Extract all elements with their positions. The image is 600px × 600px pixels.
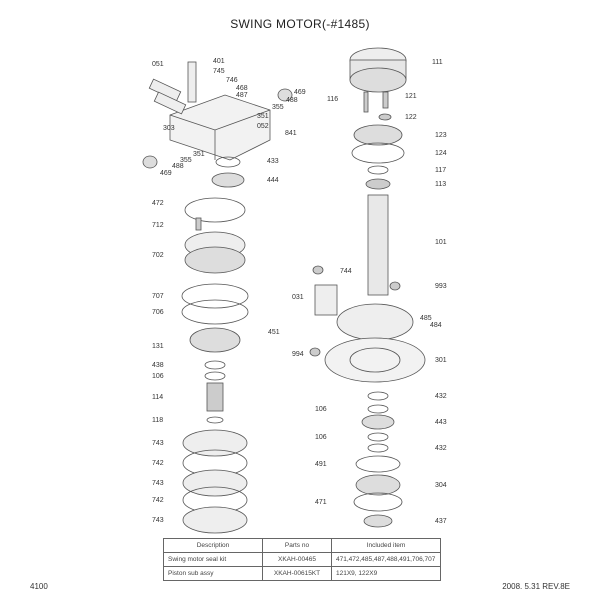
part-label: 051 — [152, 61, 164, 68]
part-label: 301 — [435, 357, 447, 364]
part-label: 351 — [257, 113, 269, 120]
part-label: 432 — [435, 393, 447, 400]
table-row: Swing motor seal kit XKAH-00465 471,472,… — [163, 552, 441, 567]
part-label: 742 — [152, 460, 164, 467]
cell: 471,472,485,487,488,491,706,707 — [331, 552, 441, 567]
part-label: 742 — [152, 497, 164, 504]
part-label: 303 — [163, 125, 175, 132]
part-label: 437 — [435, 518, 447, 525]
part-label: 994 — [292, 351, 304, 358]
part-label: 469 — [294, 89, 306, 96]
part-label: 443 — [435, 419, 447, 426]
part-label: 433 — [267, 158, 279, 165]
table-row: Piston sub assy XKAH-00615KT 121X9, 122X… — [163, 566, 441, 581]
part-label: 702 — [152, 252, 164, 259]
part-label: 841 — [285, 130, 297, 137]
part-label: 491 — [315, 461, 327, 468]
part-label: 351 — [193, 151, 205, 158]
part-label: 122 — [405, 114, 417, 121]
cell: 121X9, 122X9 — [331, 566, 441, 581]
part-label: 355 — [180, 157, 192, 164]
part-label: 485 — [420, 315, 432, 322]
part-label: 131 — [152, 343, 164, 350]
part-label: 451 — [268, 329, 280, 336]
part-label: 052 — [257, 123, 269, 130]
cell: Piston sub assy — [163, 566, 263, 581]
part-label: 432 — [435, 445, 447, 452]
part-label: 488 — [286, 97, 298, 104]
part-label: 743 — [152, 480, 164, 487]
part-label: 121 — [405, 93, 417, 100]
part-label: 438 — [152, 362, 164, 369]
col-description: Description — [163, 538, 263, 553]
part-label: 101 — [435, 239, 447, 246]
part-label: 118 — [152, 417, 164, 424]
part-label: 743 — [152, 517, 164, 524]
part-label: 744 — [340, 268, 352, 275]
diagram-title: SWING MOTOR(-#1485) — [230, 17, 370, 31]
part-label: 469 — [160, 170, 172, 177]
part-label: 746 — [226, 77, 238, 84]
part-label: 472 — [152, 200, 164, 207]
part-label: 993 — [435, 283, 447, 290]
part-label: 488 — [172, 163, 184, 170]
part-label: 355 — [272, 104, 284, 111]
part-label: 444 — [267, 177, 279, 184]
part-label: 707 — [152, 293, 164, 300]
part-label: 031 — [292, 294, 304, 301]
part-label: 106 — [315, 434, 327, 441]
part-label: 123 — [435, 132, 447, 139]
part-label: 468 — [236, 85, 248, 92]
valve-block-assembly — [142, 61, 293, 169]
part-label: 706 — [152, 309, 164, 316]
part-label: 111 — [432, 59, 443, 66]
part-label: 487 — [236, 92, 248, 99]
part-label: 124 — [435, 150, 447, 157]
part-label: 106 — [315, 406, 327, 413]
cell: XKAH-00615KT — [262, 566, 332, 581]
part-label: 114 — [152, 394, 164, 401]
part-label: 304 — [435, 482, 447, 489]
part-label: 106 — [152, 373, 164, 380]
seal-kit-table: Description Parts no Included item Swing… — [163, 538, 441, 581]
cell: XKAH-00465 — [262, 552, 332, 567]
cell: Swing motor seal kit — [163, 552, 263, 567]
part-label: 743 — [152, 440, 164, 447]
part-label: 401 — [213, 58, 225, 65]
part-label: 116 — [327, 96, 339, 103]
col-included-item: Included item — [331, 538, 441, 553]
table-header-row: Description Parts no Included item — [163, 538, 441, 553]
page-number: 4100 — [30, 582, 48, 591]
part-label: 745 — [213, 68, 225, 75]
part-label: 484 — [430, 322, 442, 329]
revision-date: 2008. 5.31 REV.8E — [502, 582, 570, 591]
part-label: 471 — [315, 499, 327, 506]
col-parts-no: Parts no — [262, 538, 332, 553]
part-label: 712 — [152, 222, 164, 229]
part-label: 113 — [435, 181, 447, 188]
part-label: 117 — [435, 167, 447, 174]
